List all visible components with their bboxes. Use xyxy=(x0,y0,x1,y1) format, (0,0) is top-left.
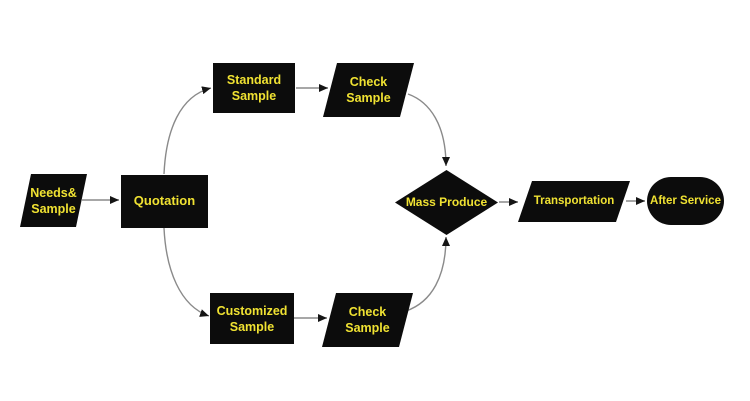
node-after-service: After Service xyxy=(647,177,724,225)
node-label: Customized xyxy=(216,303,288,318)
node-label: Sample xyxy=(345,321,390,335)
node-label: Sample xyxy=(231,89,277,103)
node-label: Needs& xyxy=(30,185,77,200)
node-label: Sample xyxy=(229,319,275,334)
node-label: Mass Produce xyxy=(405,194,488,209)
node-label: Quotation xyxy=(133,193,196,209)
node-label: Transportation xyxy=(533,195,615,208)
connector-checktop-massproduce xyxy=(407,93,450,167)
connector-quotation-customized xyxy=(163,227,210,317)
node-label: Check xyxy=(348,305,387,319)
node-label: Check xyxy=(349,75,388,89)
connector-quotation-standard xyxy=(163,86,212,175)
node-label: Sample xyxy=(31,201,76,216)
connector-checkbottom-massproduce xyxy=(405,236,450,312)
node-needs-sample: Needs&Sample xyxy=(20,174,87,227)
node-label: Standard xyxy=(226,73,282,87)
node-transportation: Transportation xyxy=(518,181,630,222)
node-label: After Service xyxy=(650,194,721,207)
node-quotation: Quotation xyxy=(121,175,208,228)
node-label: Sample xyxy=(346,91,391,105)
